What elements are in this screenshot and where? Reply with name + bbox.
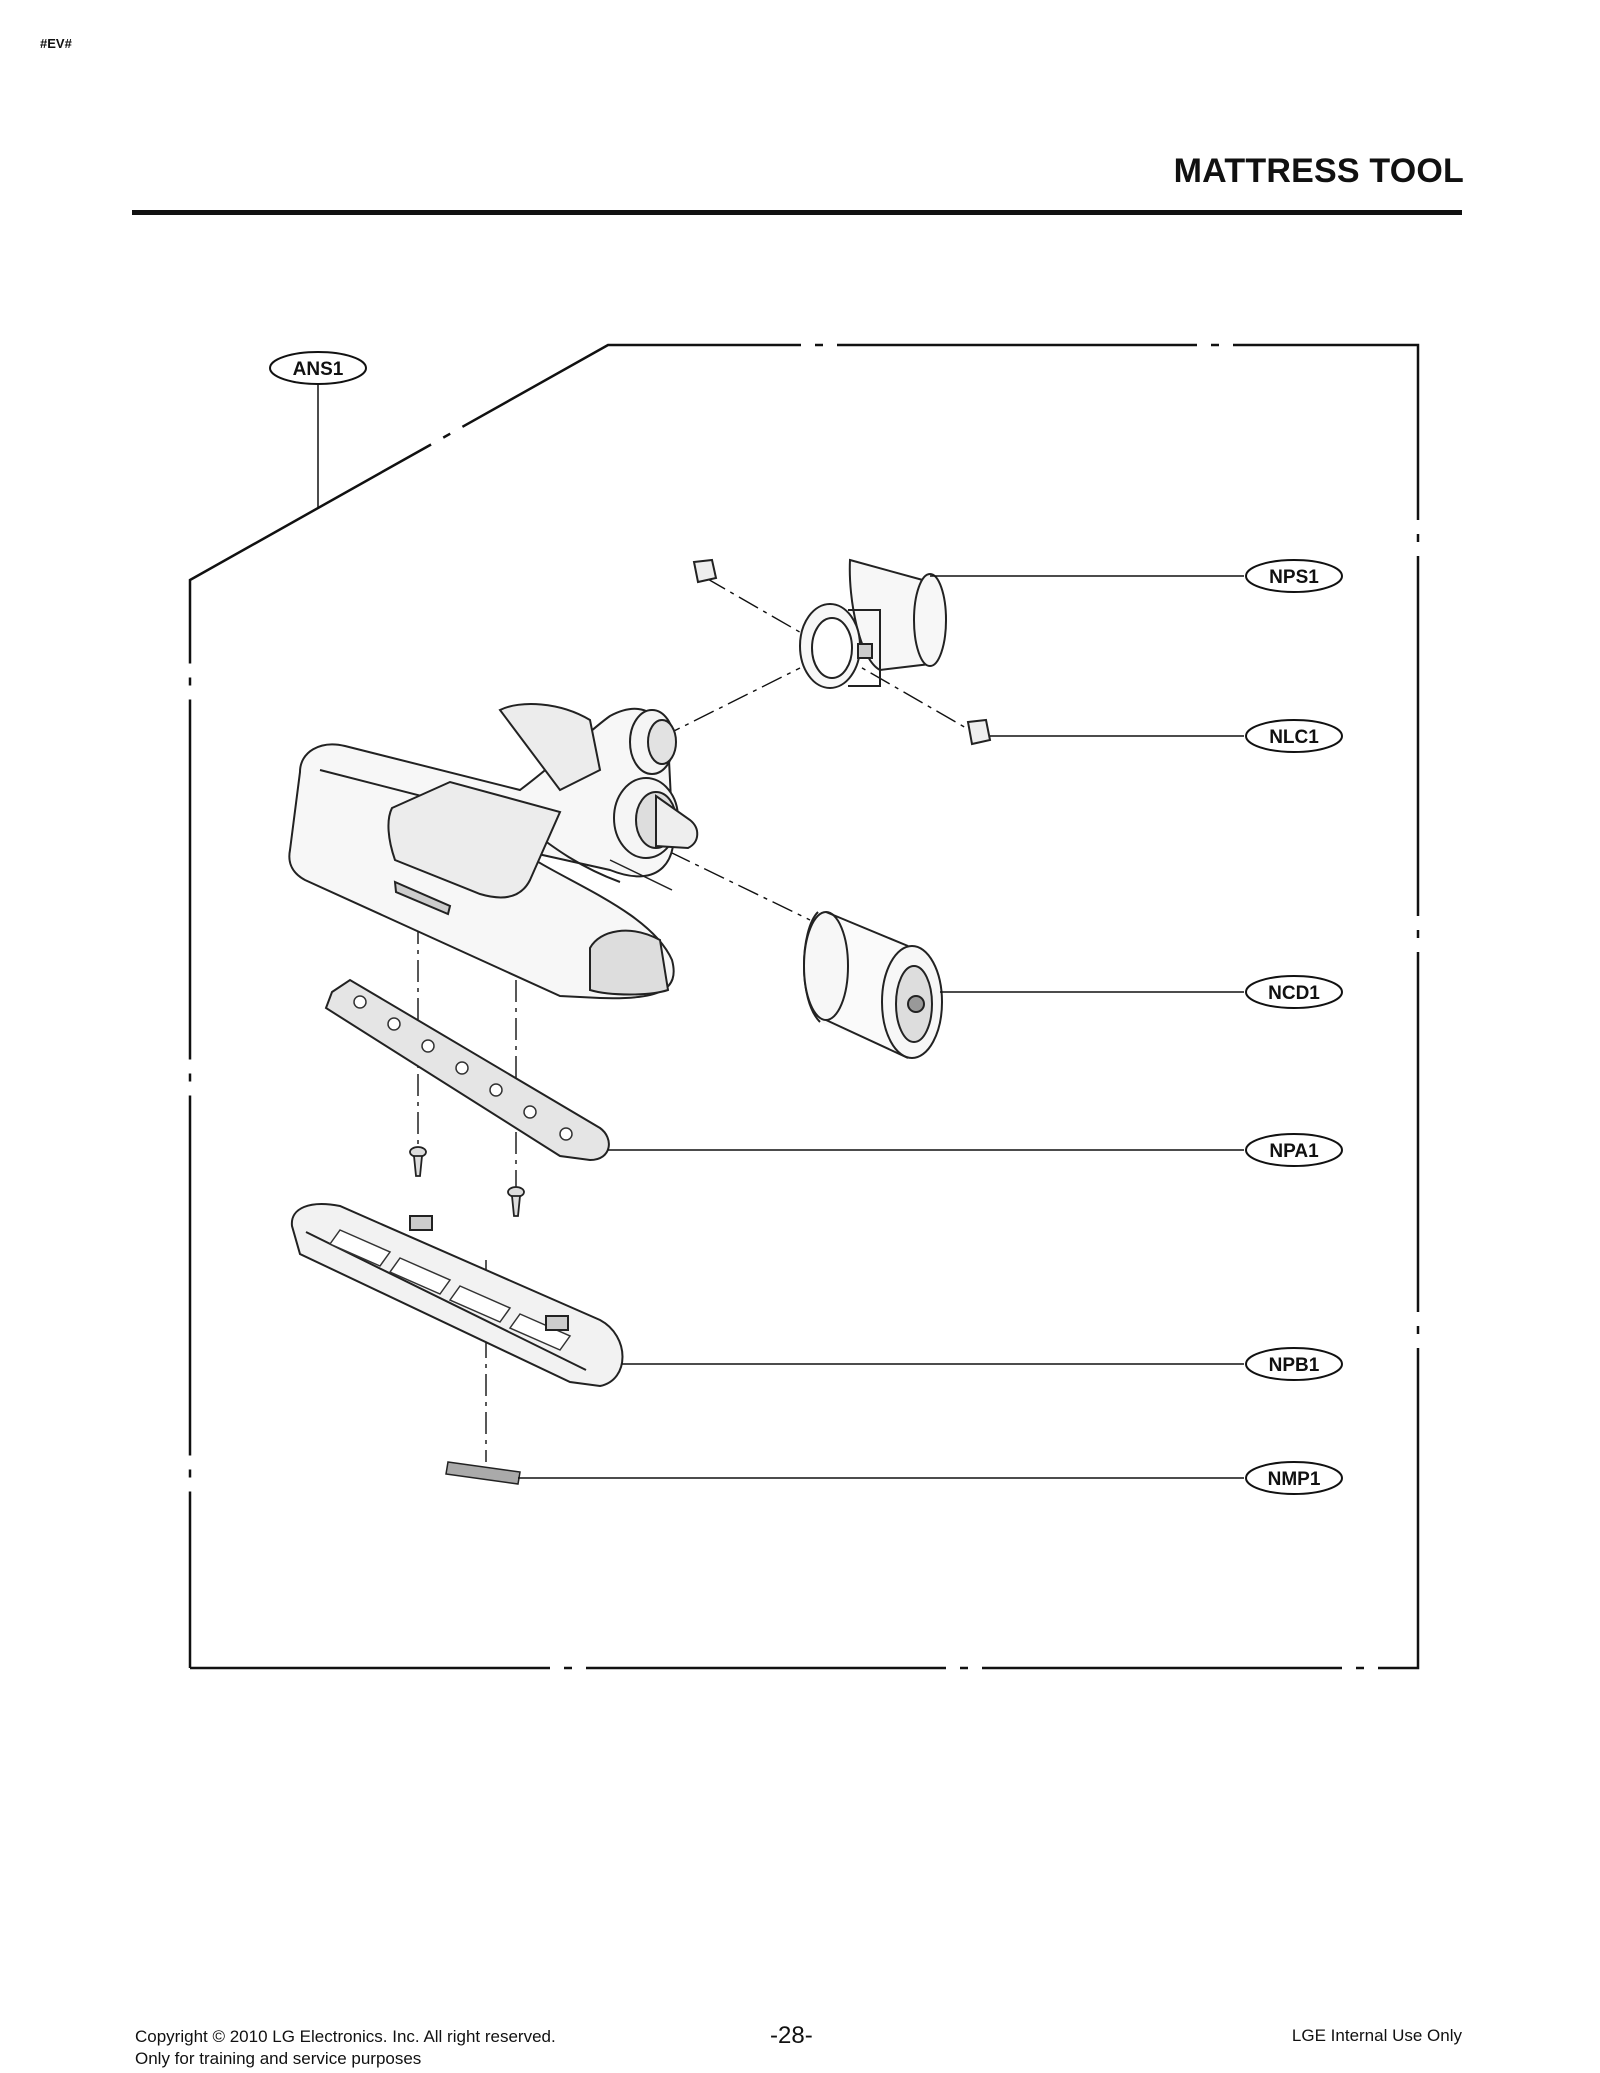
footer-copyright: Copyright © 2010 LG Electronics. Inc. Al… <box>135 2027 556 2046</box>
swivel-neck <box>613 709 699 859</box>
callout-nmp1: NMP1 <box>1245 1461 1343 1495</box>
mattress-pad-part <box>445 1461 521 1485</box>
callout-label-ans1: ANS1 <box>293 359 344 380</box>
drum-cylinder-part <box>803 911 943 1059</box>
callout-ncd1: NCD1 <box>1245 975 1343 1009</box>
page-title: MATTRESS TOOL <box>1173 152 1464 190</box>
callout-npb1: NPB1 <box>1245 1347 1343 1381</box>
pipe-connector-part <box>799 558 947 689</box>
callout-npa1: NPA1 <box>1245 1133 1343 1167</box>
footer-copyright-block: Copyright © 2010 LG Electronics. Inc. Al… <box>135 2026 556 2070</box>
callout-label-nmp1: NMP1 <box>1268 1469 1321 1490</box>
screw-left <box>409 1146 427 1177</box>
agitator-strip-part <box>324 978 610 1162</box>
callout-label-nlc1: NLC1 <box>1269 727 1319 748</box>
callout-ans1: ANS1 <box>269 351 367 385</box>
page-number: -28- <box>770 2022 813 2049</box>
callout-nps1: NPS1 <box>1245 559 1343 593</box>
footer-usage-note: Only for training and service purposes <box>135 2049 422 2068</box>
document-code-mark: #EV# <box>40 36 72 51</box>
callout-nlc1: NLC1 <box>1245 719 1343 753</box>
callout-label-npa1: NPA1 <box>1269 1141 1319 1162</box>
lock-clip-lower <box>966 718 992 746</box>
callout-label-ncd1: NCD1 <box>1268 983 1320 1004</box>
base-plate-part <box>290 1203 624 1388</box>
title-rule <box>132 210 1462 215</box>
screw-right <box>507 1186 525 1217</box>
mattress-tool-body <box>288 703 675 1000</box>
footer-internal-use: LGE Internal Use Only <box>1291 2026 1462 2045</box>
callout-label-nps1: NPS1 <box>1269 567 1319 588</box>
assembly-boundary <box>188 343 1420 1670</box>
callout-leaders <box>518 575 1244 1479</box>
lock-clip-upper <box>692 558 718 584</box>
callout-label-npb1: NPB1 <box>1269 1355 1320 1376</box>
